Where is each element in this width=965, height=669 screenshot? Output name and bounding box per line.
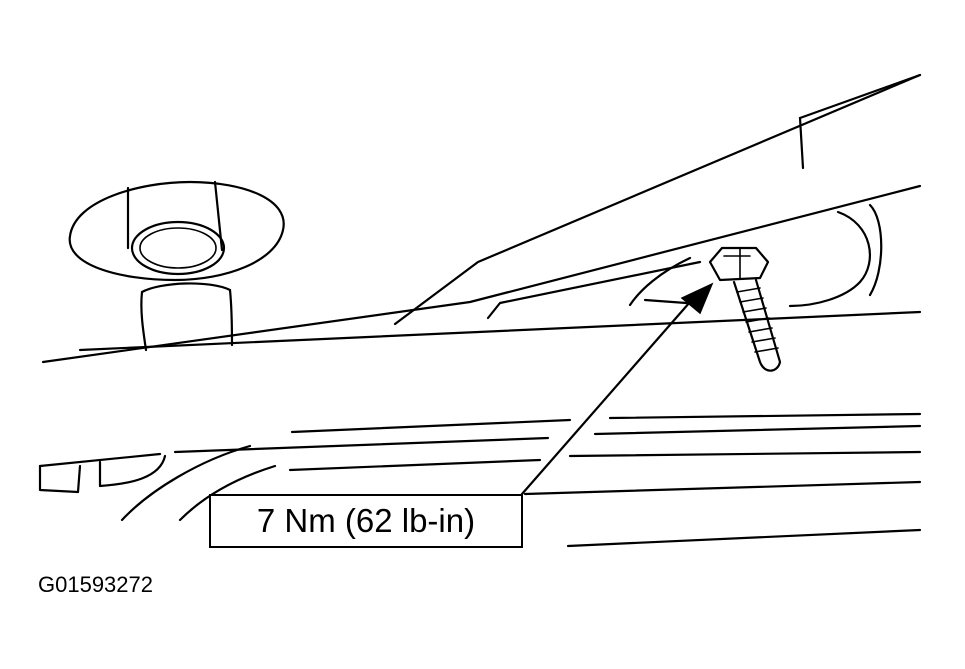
mount-flange: [68, 180, 285, 352]
arrow-icon: [520, 282, 714, 496]
torque-label: 7 Nm (62 lb-in): [256, 502, 476, 539]
figure-id: G01593272: [38, 572, 153, 597]
bolt-icon: [708, 246, 782, 372]
torque-callout: 7 Nm (62 lb-in): [209, 494, 523, 548]
lower-housing: [38, 412, 922, 548]
bracket: [628, 203, 883, 308]
cross-member: [41, 73, 922, 364]
